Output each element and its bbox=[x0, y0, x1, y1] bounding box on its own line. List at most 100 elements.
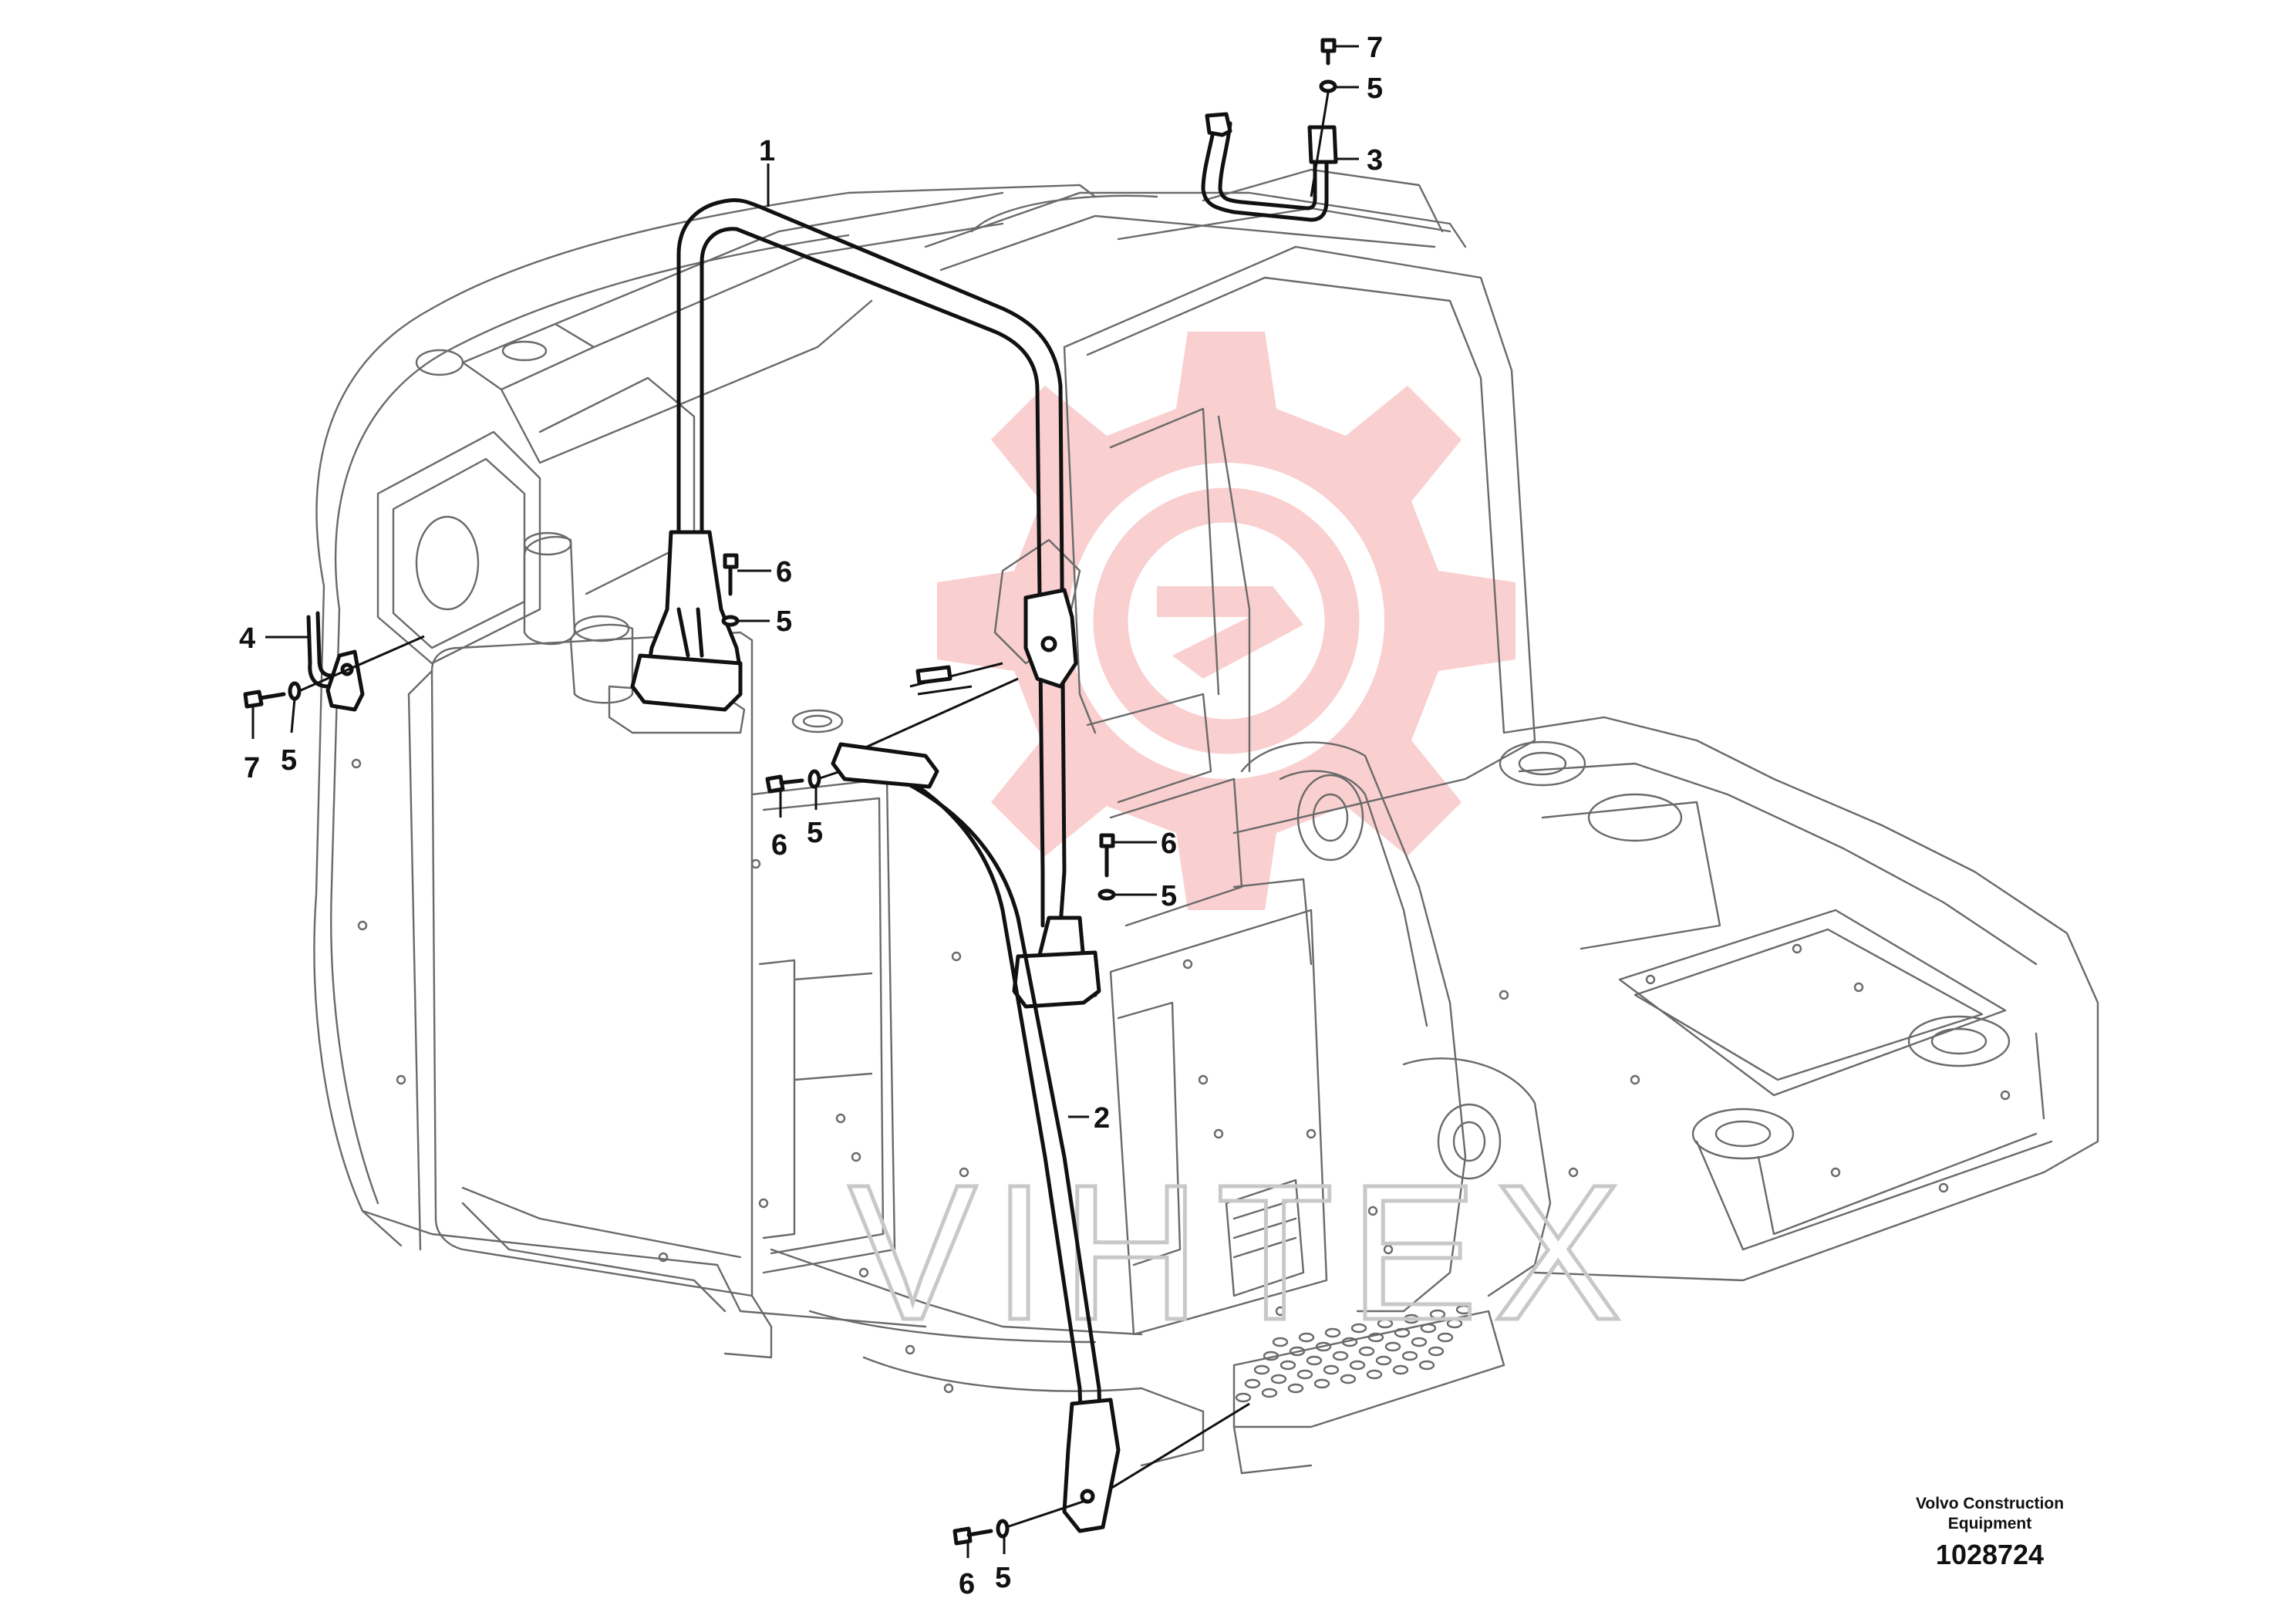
step-hole bbox=[1366, 1369, 1383, 1380]
step-hole bbox=[1420, 1323, 1437, 1334]
part-1-handrail bbox=[630, 198, 1101, 1009]
step-hole bbox=[1279, 1360, 1296, 1371]
step-hole bbox=[1437, 1332, 1454, 1343]
step-hole bbox=[1340, 1374, 1357, 1384]
part-3-handle bbox=[1201, 112, 1338, 222]
watermark-text: VIHTEX bbox=[848, 1145, 1637, 1360]
step-hole bbox=[1403, 1313, 1420, 1324]
frame-bolt bbox=[1213, 1128, 1224, 1139]
frame-bolt bbox=[1853, 982, 1864, 993]
step-hole bbox=[1315, 1341, 1332, 1352]
brand-name: Volvo Construction bbox=[1915, 1495, 2065, 1512]
watermark-gear bbox=[937, 332, 1515, 910]
step-hole bbox=[1298, 1332, 1315, 1343]
step-hole bbox=[1350, 1323, 1367, 1334]
frame-bolt bbox=[1792, 943, 1802, 954]
frame-bolt bbox=[905, 1344, 915, 1355]
frame-bolts bbox=[351, 758, 2011, 1394]
frame-bolt bbox=[1275, 1306, 1286, 1317]
excavator-frame bbox=[313, 168, 2099, 1475]
brand-subname: Equipment bbox=[1947, 1515, 2032, 1533]
callout-6-bottom: 6 bbox=[959, 1568, 975, 1600]
callout-5-part1-right: 5 bbox=[1161, 880, 1177, 912]
step-hole bbox=[1235, 1392, 1252, 1403]
step-hole bbox=[1367, 1332, 1384, 1343]
frame-bolt bbox=[835, 1113, 846, 1124]
frame-bolt bbox=[1182, 959, 1193, 969]
gear-inner-mark bbox=[1157, 586, 1303, 679]
step-hole bbox=[1411, 1337, 1428, 1347]
frame-bolt bbox=[351, 758, 362, 769]
frame-bolt bbox=[1367, 1206, 1378, 1216]
frame-bolt bbox=[1198, 1074, 1209, 1085]
callouts: 1 2 3 4 5 5 5 5 5 5 6 6 6 bbox=[239, 32, 1383, 1600]
step-hole bbox=[1244, 1378, 1261, 1389]
callout-5-part1-left: 5 bbox=[776, 605, 792, 638]
step-hole bbox=[1296, 1369, 1313, 1380]
frame-bolt bbox=[951, 951, 962, 962]
frame-bolt bbox=[1499, 990, 1509, 1000]
frame-bolt bbox=[858, 1267, 869, 1278]
step-holes bbox=[1235, 1304, 1472, 1403]
gear-shape bbox=[937, 332, 1515, 910]
callout-1: 1 bbox=[759, 135, 775, 167]
callout-7-top: 7 bbox=[1367, 32, 1383, 64]
frame-bolt bbox=[959, 1167, 969, 1178]
step-hole bbox=[1455, 1304, 1472, 1315]
part-2-handrail bbox=[831, 742, 1121, 1533]
callout-4: 4 bbox=[239, 622, 255, 655]
frame-bolt bbox=[750, 858, 761, 869]
callout-6-part2-top: 6 bbox=[771, 829, 787, 862]
step-hole bbox=[1272, 1337, 1289, 1347]
step-hole bbox=[1349, 1360, 1366, 1371]
step-hole bbox=[1358, 1346, 1375, 1357]
frame-bolt bbox=[1383, 1244, 1394, 1255]
step-hole bbox=[1324, 1327, 1341, 1338]
frame-bolt bbox=[1568, 1167, 1579, 1178]
frame-bolt bbox=[1830, 1167, 1841, 1178]
hardware bbox=[243, 38, 1337, 1546]
step-hole bbox=[1332, 1351, 1349, 1361]
frame-bolt bbox=[2000, 1090, 2011, 1101]
step-hole bbox=[1377, 1318, 1394, 1329]
frame-bolt bbox=[1645, 974, 1656, 985]
step-hole bbox=[1401, 1351, 1418, 1361]
frame-bolt bbox=[658, 1252, 669, 1263]
frame-bolt bbox=[758, 1198, 769, 1209]
step-hole bbox=[1261, 1388, 1278, 1398]
frame-bolt bbox=[1938, 1182, 1949, 1193]
step-hole bbox=[1392, 1364, 1409, 1375]
frame-bolt bbox=[851, 1152, 861, 1162]
frame-bolt bbox=[396, 1074, 406, 1085]
step-hole bbox=[1323, 1364, 1340, 1375]
frame-bolt bbox=[1306, 1128, 1317, 1139]
step-hole bbox=[1428, 1346, 1445, 1357]
callout-5-part2-top: 5 bbox=[807, 817, 823, 849]
step-hole bbox=[1253, 1364, 1270, 1375]
frame-bolt bbox=[943, 1383, 954, 1394]
part-4-bracket bbox=[306, 611, 365, 712]
step-hole bbox=[1418, 1360, 1435, 1371]
step-hole bbox=[1341, 1337, 1358, 1347]
step-hole bbox=[1394, 1327, 1411, 1338]
step-hole bbox=[1384, 1341, 1401, 1352]
step-hole bbox=[1287, 1383, 1304, 1394]
frame-bolt bbox=[357, 920, 368, 931]
step-hole bbox=[1375, 1355, 1392, 1366]
callout-5-left: 5 bbox=[281, 744, 297, 777]
step-hole bbox=[1429, 1309, 1446, 1320]
frame-bolt bbox=[1630, 1074, 1640, 1085]
callout-7-left: 7 bbox=[244, 752, 260, 784]
drawing-number: 1028724 bbox=[1935, 1539, 2045, 1570]
gear-inner-ring bbox=[1093, 487, 1360, 754]
step-hole bbox=[1313, 1378, 1330, 1389]
callout-3: 3 bbox=[1367, 144, 1383, 177]
callout-5-top: 5 bbox=[1367, 73, 1383, 105]
callout-6-part1-left: 6 bbox=[776, 556, 792, 588]
callout-6-part1-right: 6 bbox=[1161, 828, 1177, 860]
step-hole bbox=[1263, 1351, 1279, 1361]
callout-2: 2 bbox=[1094, 1102, 1110, 1135]
step-hole bbox=[1306, 1355, 1323, 1366]
callout-5-bottom: 5 bbox=[995, 1562, 1011, 1594]
